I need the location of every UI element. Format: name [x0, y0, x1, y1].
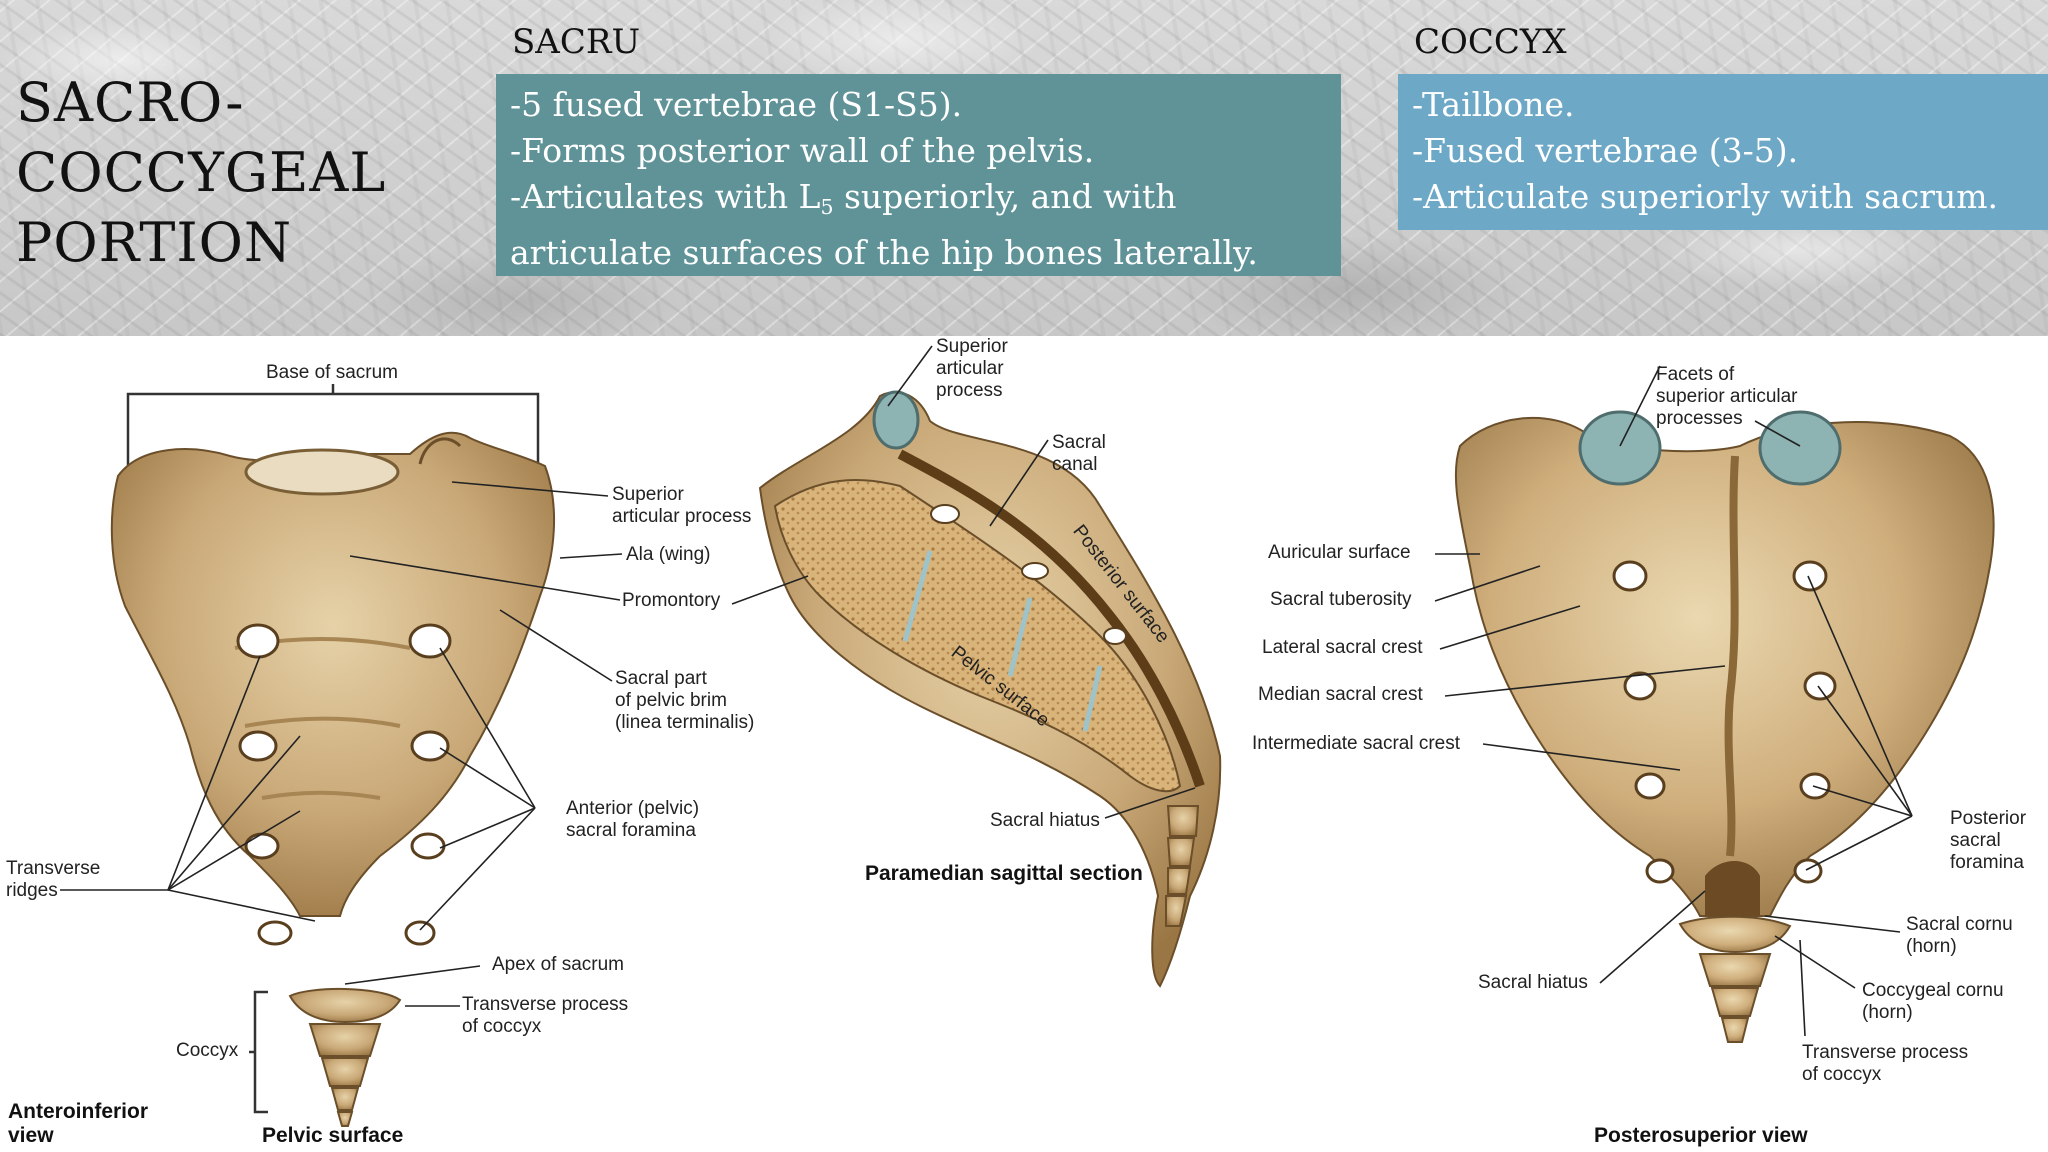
- label-sacral-tuberosity: Sacral tuberosity: [1270, 589, 1412, 610]
- sacrum-line-4: articulate surfaces of the hip bones lat…: [510, 233, 1258, 273]
- label-base-of-sacrum: Base of sacrum: [266, 362, 398, 383]
- anterior-leader-lines: [60, 481, 623, 1007]
- label-lateral-sacral-crest: Lateral sacral crest: [1262, 637, 1423, 658]
- label-ala-wing: Ala (wing): [626, 544, 711, 565]
- posterior-median-crest: [1724, 455, 1739, 857]
- sacrum-info-box: -5 fused vertebrae (S1-S5). -Forms poste…: [496, 74, 1341, 276]
- sacrum-line-3: -Articulates with L5 superiorly, and wit…: [510, 174, 1341, 230]
- sagittal-articular-facet: [872, 390, 920, 450]
- label-coccyx: Coccyx: [176, 1040, 239, 1061]
- coccyx-info-box: -Tailbone. -Fused vertebrae (3-5). -Arti…: [1398, 74, 2048, 230]
- label-sacral-cornu: Sacral cornu (horn): [1906, 914, 2013, 957]
- posterior-leader-lines: [1434, 365, 1913, 1037]
- posterior-view-drawing: [1434, 365, 1995, 1043]
- coccyx-bracket: [249, 990, 268, 1114]
- label-posterior-sacral-hiatus: Sacral hiatus: [1478, 972, 1588, 993]
- label-promontory: Promontory: [622, 590, 721, 611]
- sagittal-spongy-body: [773, 479, 1182, 793]
- posterior-sacral-hiatus: [1705, 861, 1760, 916]
- anterior-view-drawing: [60, 384, 623, 1127]
- label-anterior-sacral-foramina: Anterior (pelvic) sacral foramina: [566, 798, 700, 841]
- sacrum-line-3-rest: superiorly, and with: [833, 177, 1177, 216]
- label-apex-of-sacrum: Apex of sacrum: [492, 954, 624, 975]
- sagittal-section-drawing: [731, 345, 1222, 988]
- sagittal-coccyx: [1165, 805, 1200, 927]
- sacrum-line-3-text: -Articulates with L: [510, 177, 821, 216]
- sacrum-line-1: -5 fused vertebrae (S1-S5).: [510, 85, 963, 124]
- posterior-foramina: [1612, 560, 1837, 884]
- posterior-right-facet: [1758, 410, 1842, 486]
- label-intermediate-sacral-crest: Intermediate sacral crest: [1252, 733, 1461, 754]
- coccyx-line-2: -Fused vertebrae (3-5).: [1412, 131, 1799, 170]
- label-facets-superior-articular: Facets of superior articular processes: [1656, 364, 1798, 429]
- posterior-sacrum-body: [1454, 416, 1995, 917]
- lumbar-subscript: 5: [820, 195, 834, 220]
- coccyx-heading: COCCYX: [1414, 22, 1567, 62]
- anterior-superior-articular: [418, 437, 462, 465]
- label-posterior-sacral-foramina: Posterior sacral foramina: [1950, 808, 2027, 873]
- label-superior-articular-process: Superior articular process: [612, 484, 752, 527]
- pelvic-surface-title: Pelvic surface: [262, 1124, 404, 1147]
- label-auricular-surface: Auricular surface: [1268, 542, 1411, 563]
- posterosuperior-view-title: Posterosuperior view: [1594, 1124, 1808, 1147]
- sacrum-line-2: -Forms posterior wall of the pelvis.: [510, 131, 1095, 170]
- anterior-sacrum-body: [110, 431, 556, 917]
- anterior-base-bracket: [126, 384, 540, 476]
- label-coccygeal-cornu: Coccygeal cornu (horn): [1862, 980, 2004, 1023]
- sacrum-illustration: [60, 345, 1995, 1127]
- label-sagittal-sacral-hiatus: Sacral hiatus: [990, 810, 1100, 831]
- label-sacral-part-pelvic-brim: Sacral part of pelvic brim (linea termin…: [615, 668, 755, 733]
- label-sagittal-superior-articular-process: Superior articular process: [936, 336, 1008, 401]
- sagittal-leader-lines: [731, 345, 1196, 819]
- label-transverse-ridges: Transverse ridges: [6, 858, 101, 901]
- sacrum-heading: SACRU: [512, 22, 641, 62]
- sagittal-foramina: [930, 504, 1127, 645]
- label-transverse-process-coccyx: Transverse process of coccyx: [462, 994, 629, 1037]
- label-posterior-transverse-process-coccyx: Transverse process of coccyx: [1802, 1042, 1969, 1085]
- posterior-left-facet: [1578, 410, 1662, 486]
- coccyx-line-3: -Articulate superiorly with sacrum.: [1412, 177, 1999, 216]
- slide-title: SACRO- COCCYGEAL PORTION: [16, 71, 387, 274]
- coccyx-line-1: -Tailbone.: [1412, 85, 1575, 124]
- marble-header-background: SACRO- COCCYGEAL PORTION SACRU -5 fused …: [0, 0, 2048, 336]
- anteroinferior-view-title: Anteroinferior view: [8, 1100, 149, 1147]
- anatomy-figure: Base of sacrum Superior articular proces…: [0, 336, 2048, 1152]
- label-median-sacral-crest: Median sacral crest: [1258, 684, 1423, 705]
- anterior-coccyx: [288, 987, 402, 1127]
- anterior-foramina: [236, 623, 452, 946]
- posterior-coccyx: [1678, 915, 1792, 1043]
- paramedian-sagittal-title: Paramedian sagittal section: [865, 862, 1143, 885]
- sagittal-canal: [897, 449, 1205, 788]
- sagittal-disc-lines: [902, 550, 1103, 732]
- anterior-promontory-disc: [244, 448, 400, 496]
- label-sacral-canal: Sacral canal: [1052, 432, 1106, 475]
